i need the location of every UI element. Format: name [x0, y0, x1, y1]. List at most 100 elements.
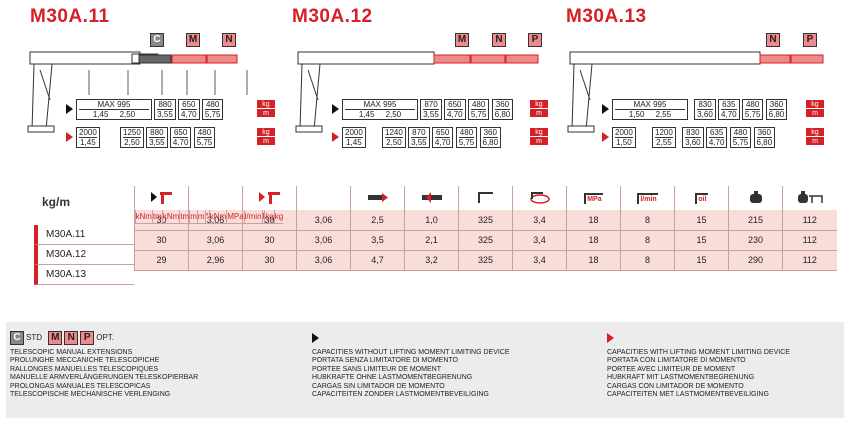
legend-line: HUBKRAFTE OHNE LASTMOMENTBEGRENUNG	[312, 374, 473, 382]
table-cell: 3,06	[296, 230, 351, 251]
table-cell: 15	[674, 230, 729, 251]
badge-opt-p: P	[528, 33, 542, 47]
unit-cell: m	[196, 210, 206, 224]
legend-col-extensions: C STD M N P OPT. TELESCOPIC MANUAL EXTEN…	[10, 330, 290, 399]
red-arrow-crane-icon	[242, 186, 297, 210]
legend-line: CAPACITIES WITHOUT LIFTING MOMENT LIMITI…	[312, 349, 510, 356]
legend-line: PORTATA SENZA LIMITATORE DI MOMENTO	[312, 357, 458, 365]
table-cell: 3,5	[350, 230, 405, 251]
table-cell: 3,4	[512, 210, 567, 231]
unit-cell: kNm	[161, 210, 180, 224]
badge-std-c: C	[10, 331, 24, 345]
badge-opt-m: M	[455, 33, 469, 47]
table-cell: 18	[566, 250, 621, 271]
units-row: kNm tm kNm tm m m ° kNm MPa l/min l kg k…	[134, 210, 284, 224]
weight-icon	[728, 186, 783, 210]
slewing-torque-icon	[512, 186, 567, 210]
red-arrow-icon	[607, 333, 614, 343]
unit-cell: tm	[179, 210, 190, 224]
legend-line: PORTEE AVEC LIMITEUR DE MOMENT	[607, 365, 736, 373]
black-arrow-icon	[312, 333, 319, 343]
table-cell: 325	[458, 210, 513, 231]
table-corner-label: kg/m	[42, 195, 71, 209]
table-cell: 112	[782, 250, 837, 271]
table-cell: 3,06	[188, 230, 243, 251]
table-cell: 15	[674, 250, 729, 271]
table-cell: 18	[566, 210, 621, 231]
table-cell: 8	[620, 250, 675, 271]
legend-line: CAPACITEITEN MET LASTMOMENTBEVEILIGING	[607, 391, 769, 399]
rotation-angle-icon	[458, 186, 513, 210]
legend-line: PROLONGAS MANUALES TELESCOPICAS	[10, 382, 151, 390]
badge-opt-n: N	[492, 33, 506, 47]
unit-cell: °	[204, 210, 210, 224]
oil-tank-icon: oil	[674, 186, 729, 210]
legend-line: RALLONGES MANUELLES TELESCOPIQUES	[10, 365, 159, 373]
badge-opt-n: N	[766, 33, 780, 47]
table-cell: 3,06	[296, 210, 351, 231]
legend-footer: C STD M N P OPT. TELESCOPIC MANUAL EXTEN…	[6, 322, 844, 418]
legend-col-with-limiter: CAPACITIES WITH LIFTING MOMENT LIMITING …	[607, 330, 837, 399]
row-label: M30A.11	[34, 225, 134, 245]
icon-row: MPa l/min oil	[134, 186, 837, 210]
black-arrow-crane-icon	[134, 186, 189, 210]
legend-std-opt: C STD M N P OPT.	[10, 330, 290, 346]
red-arrow-icon	[332, 132, 339, 142]
table-cell: 3,4	[512, 250, 567, 271]
unit-cell: m	[189, 210, 198, 224]
table-cell: 29	[134, 250, 189, 271]
badge-opt-m: M	[186, 33, 200, 47]
table-cell: 112	[782, 230, 837, 251]
opt-label: OPT.	[96, 332, 115, 342]
unit-cell: kg	[264, 210, 275, 224]
table-cell: 290	[728, 250, 783, 271]
badge-opt-m: M	[48, 331, 63, 345]
crane-icon-spacer	[188, 186, 243, 210]
unit-cell: kNm	[208, 210, 227, 224]
unit-cell: kNm	[134, 210, 153, 224]
legend-line: PORTEE SANS LIMITEUR DE MOMENT	[312, 365, 441, 373]
table-cell: 3,4	[512, 230, 567, 251]
table-cell: 8	[620, 230, 675, 251]
legend-line: PORTATA CON LIMITATORE DI MOMENTO	[607, 357, 746, 365]
table-cell: 4,7	[350, 250, 405, 271]
table-cell: 30	[242, 250, 297, 271]
black-arrow-icon	[602, 104, 609, 114]
flow-lmin-icon: l/min	[620, 186, 675, 210]
table-cell: 2,96	[188, 250, 243, 271]
badge-opt-p: P	[80, 331, 95, 345]
table-cell: 30	[242, 230, 297, 251]
red-arrow-icon	[66, 132, 73, 142]
unit-cell: kg	[273, 210, 284, 224]
legend-line: HUBKRAFT MIT LASTMOMENTBEGRENUNG	[607, 374, 755, 382]
table-cell: 325	[458, 250, 513, 271]
legend-line: CAPACITEITEN ZONDER LASTMOMENTBEVEILIGIN…	[312, 391, 489, 399]
legend-line: CARGAS SIN LIMITADOR DE MOMENTO	[312, 382, 445, 390]
table-cell: 215	[728, 210, 783, 231]
black-arrow-icon	[66, 104, 73, 114]
std-label: STD	[26, 332, 42, 342]
unit-cell: MPa	[226, 210, 245, 224]
table-cell: 3,06	[296, 250, 351, 271]
crane-icon-spacer	[296, 186, 351, 210]
legend-line: TELESCOPIC MANUAL EXTENSIONS	[10, 349, 133, 356]
spec-table: MPa l/min oil kNm tm kNm tm m m ° kNm MP…	[134, 186, 837, 271]
table-cell: 30	[134, 230, 189, 251]
unit-cell: l	[261, 210, 265, 224]
table-cell: 325	[458, 230, 513, 251]
row-label: M30A.13	[34, 265, 134, 285]
